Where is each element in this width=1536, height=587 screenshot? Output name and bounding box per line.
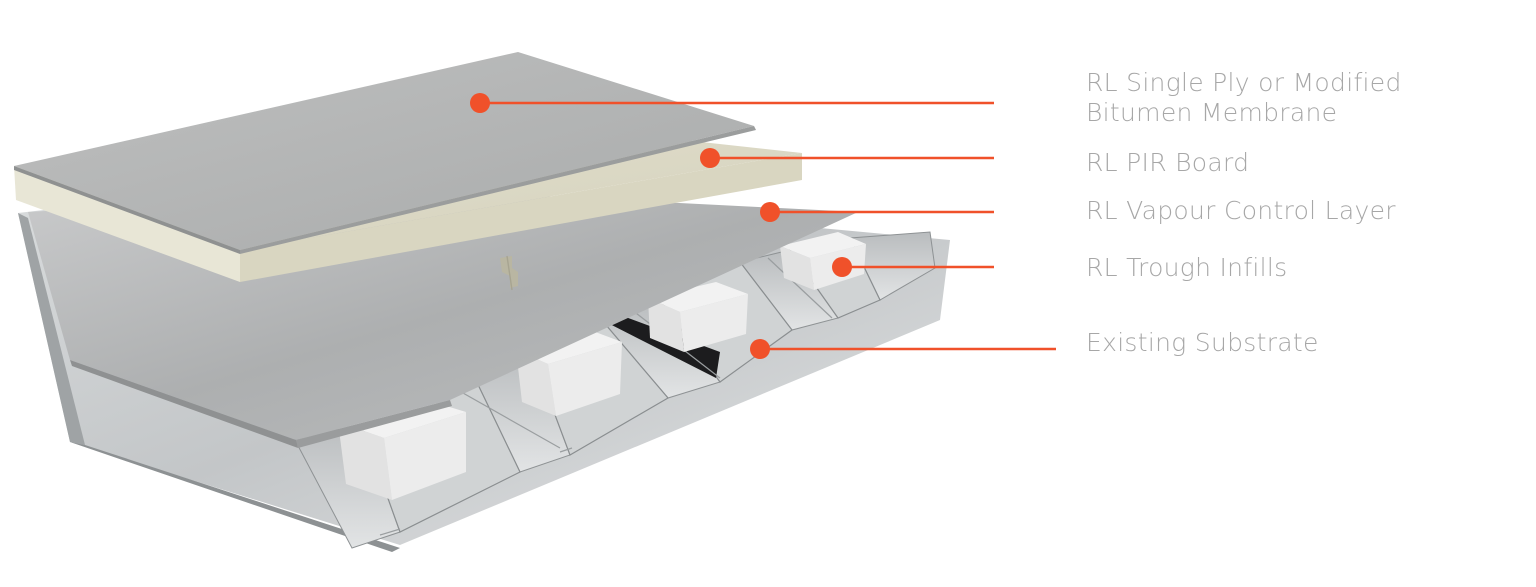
label-pir-board-line-1: RL PIR Board xyxy=(1086,148,1250,177)
marker-dot-pir-board xyxy=(700,148,720,168)
label-membrane-line-1: RL Single Ply or Modified xyxy=(1086,68,1402,97)
marker-dot-vapour-control-layer xyxy=(760,202,780,222)
label-trough-infills-line-1: RL Trough Infills xyxy=(1086,253,1288,282)
label-existing-substrate-line-1: Existing Substrate xyxy=(1086,328,1319,357)
label-pir-board: RL PIR Board xyxy=(1086,148,1249,178)
label-membrane-line-2: Bitumen Membrane xyxy=(1086,98,1338,127)
label-existing-substrate: Existing Substrate xyxy=(1086,328,1319,358)
marker-dot-trough-infills xyxy=(832,257,852,277)
marker-dot-membrane xyxy=(470,93,490,113)
leader-lines xyxy=(480,101,1056,351)
label-membrane: RL Single Ply or Modified Bitumen Membra… xyxy=(1086,68,1402,128)
label-trough-infills: RL Trough Infills xyxy=(1086,253,1288,283)
marker-dot-existing-substrate xyxy=(750,339,770,359)
label-vapour-control-layer: RL Vapour Control Layer xyxy=(1086,196,1396,226)
membrane-sheet xyxy=(14,52,756,254)
label-vapour-control-layer-line-1: RL Vapour Control Layer xyxy=(1086,196,1396,225)
marker-dots xyxy=(470,93,852,359)
